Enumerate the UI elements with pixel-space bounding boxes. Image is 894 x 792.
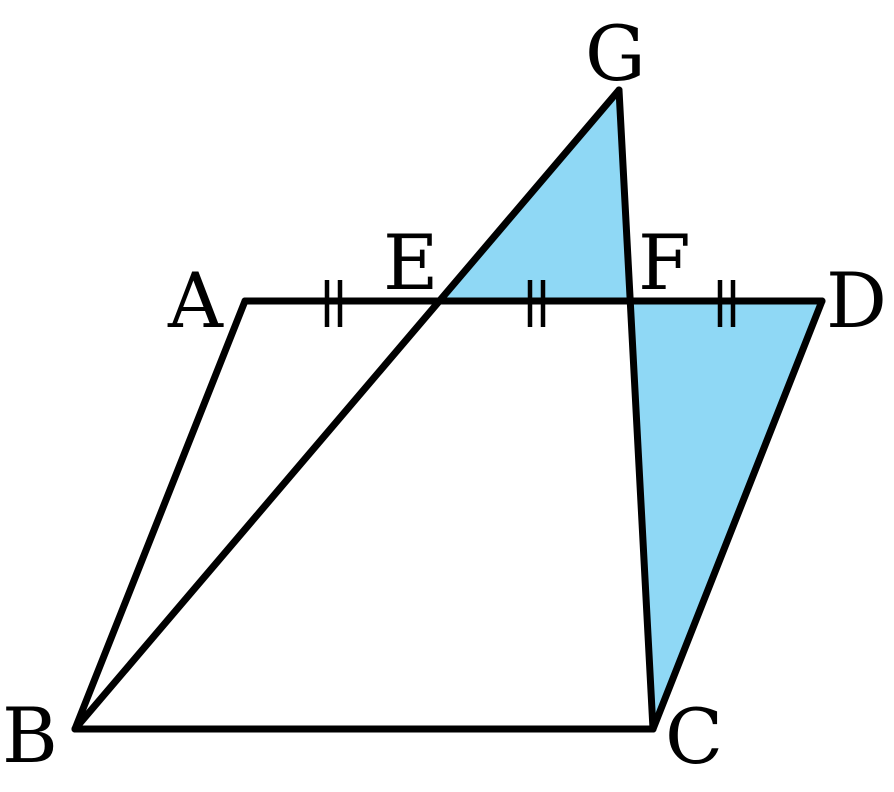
point-label-b: B bbox=[2, 691, 58, 780]
triangle-fdc-fill bbox=[631, 301, 822, 729]
tick-mark-ae bbox=[324, 280, 343, 327]
point-label-d: D bbox=[826, 256, 887, 345]
tick-mark-ef bbox=[527, 280, 546, 327]
segment-bg bbox=[71, 86, 623, 733]
point-label-a: A bbox=[167, 256, 224, 345]
point-label-f: F bbox=[638, 218, 691, 307]
segment-dc bbox=[649, 297, 826, 733]
segment-gc bbox=[615, 86, 657, 733]
segment-ab bbox=[71, 297, 249, 733]
tick-mark-fd bbox=[717, 280, 736, 327]
point-label-e: E bbox=[383, 218, 438, 307]
point-label-g: G bbox=[585, 9, 646, 98]
point-label-c: C bbox=[665, 692, 723, 781]
